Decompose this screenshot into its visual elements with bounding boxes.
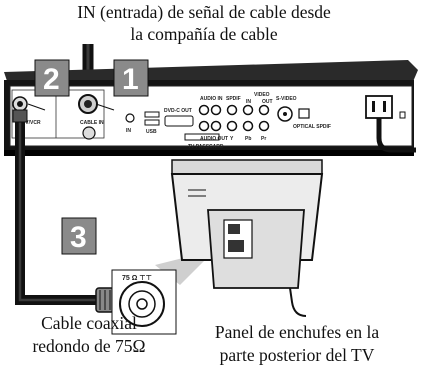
- video-in-label: IN: [246, 99, 251, 105]
- cable-in-jack[interactable]: [78, 94, 98, 140]
- power-cord: [376, 118, 416, 153]
- rca-jacks-bottom-row[interactable]: [198, 120, 270, 132]
- pb-label: Pb: [245, 136, 251, 142]
- pointer-1: [95, 103, 115, 111]
- step-badge-3: 3: [61, 217, 97, 255]
- in-label: IN: [126, 128, 131, 134]
- svg-text:3: 3: [70, 221, 87, 254]
- panel-caption-line1: Panel de enchufes en la: [214, 322, 380, 342]
- svg-text:2: 2: [43, 63, 60, 96]
- to-tv-vcr-label: TO TV/VCR: [14, 120, 41, 126]
- in-jack[interactable]: [125, 113, 135, 123]
- cable-in-label: CABLE IN: [80, 120, 104, 126]
- rca-jacks-top-row[interactable]: [198, 104, 270, 116]
- spdif-label: SPDIF: [226, 96, 241, 102]
- coax-cable-to-tv: [12, 109, 115, 313]
- dvd-out-port[interactable]: [164, 115, 194, 127]
- optical-label: OPTICAL SPDIF: [293, 124, 331, 130]
- tv-passcard-slot[interactable]: [184, 133, 220, 141]
- connector-ohm-label: 75 Ω ⊤⊤: [122, 275, 152, 282]
- signal-caption-line2: la compañía de cable: [130, 24, 278, 44]
- video-out-label: OUT: [262, 99, 273, 105]
- pr-label: Pr: [261, 136, 266, 142]
- device-top: [4, 60, 418, 84]
- s-video-label: S-VIDEO: [276, 96, 297, 102]
- audio-in-label: AUDIO IN: [200, 96, 223, 102]
- coax-caption-line2: redondo de 75Ω: [32, 336, 146, 356]
- dvd-out-label: DVD-C OUT: [164, 108, 192, 114]
- cable-box-rear-panel: TO TV/VCR CABLE IN IN USB DVD-C OUT TV P…: [4, 60, 418, 156]
- coax-plug: [95, 287, 115, 313]
- ac-outlet[interactable]: [365, 95, 393, 119]
- to-tv-vcr-jack[interactable]: [12, 96, 28, 112]
- tv-rear: [170, 159, 324, 317]
- usb-label: USB: [146, 129, 157, 135]
- tv-passcard-label: TV PASSCARD: [188, 144, 224, 150]
- signal-caption-line1: IN (entrada) de señal de cable desde: [77, 2, 331, 22]
- audio-out-label: AUDIO OUT: [200, 136, 228, 142]
- panel-caption-line2: parte posterior del TV: [219, 345, 375, 365]
- step-badge-2: 2: [34, 59, 70, 97]
- pointer-2: [27, 103, 46, 111]
- coax-caption-line1: Cable coaxial: [41, 313, 137, 333]
- step-badge-1: 1: [113, 59, 149, 97]
- usb-ports[interactable]: [144, 111, 160, 126]
- svg-text:1: 1: [122, 63, 139, 96]
- y-label: Y: [230, 136, 234, 142]
- video-label: VIDEO: [254, 92, 270, 98]
- optical-port[interactable]: [298, 108, 310, 119]
